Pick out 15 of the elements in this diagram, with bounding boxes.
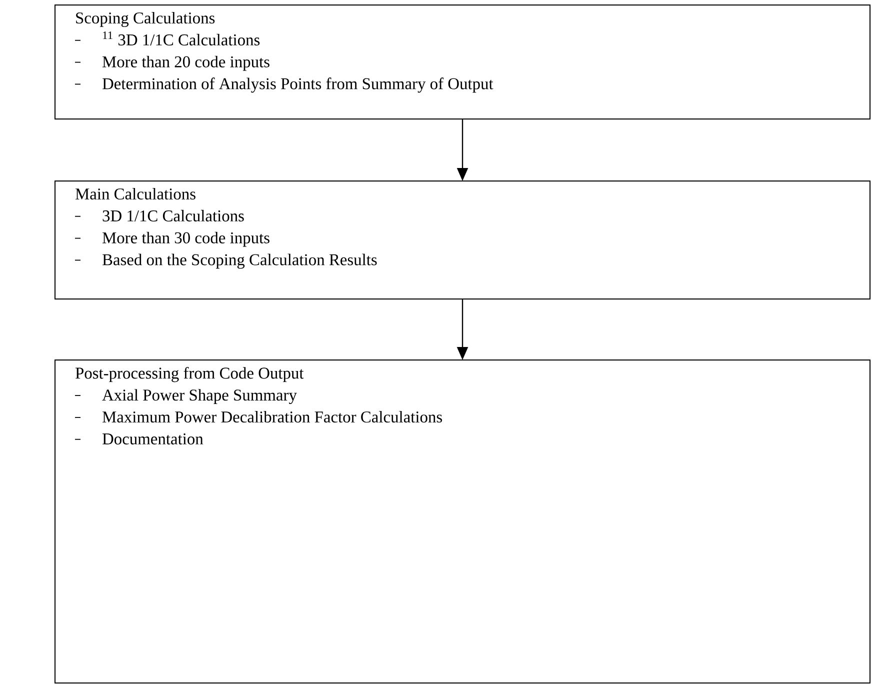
list-item: Maximum Power Decalibration Factor Calculations: [102, 410, 442, 423]
list-item: Documentation: [102, 433, 204, 444]
list-item: Based on the Scoping Calculation Results: [102, 254, 377, 269]
box-heading: Scoping Calculations: [76, 12, 215, 27]
list-item: Axial Power Shape Summary: [102, 389, 297, 404]
process-box: [54, 180, 871, 300]
list-item: More than 30 code inputs: [102, 232, 270, 247]
box-heading: Main Calculations: [75, 188, 196, 200]
box-heading: Post-processing from Code Output: [75, 366, 304, 382]
list-item: More than 20 code inputs: [102, 56, 270, 71]
list-item: $^{11}$ 3D 1/1C Calculations: [103, 31, 260, 46]
process-box: [54, 4, 871, 120]
list-item: 3D 1/1C Calculations: [102, 210, 244, 222]
list-item: Determination of Analysis Points from Summary of Output: [102, 78, 494, 93]
process-box: [54, 359, 871, 684]
